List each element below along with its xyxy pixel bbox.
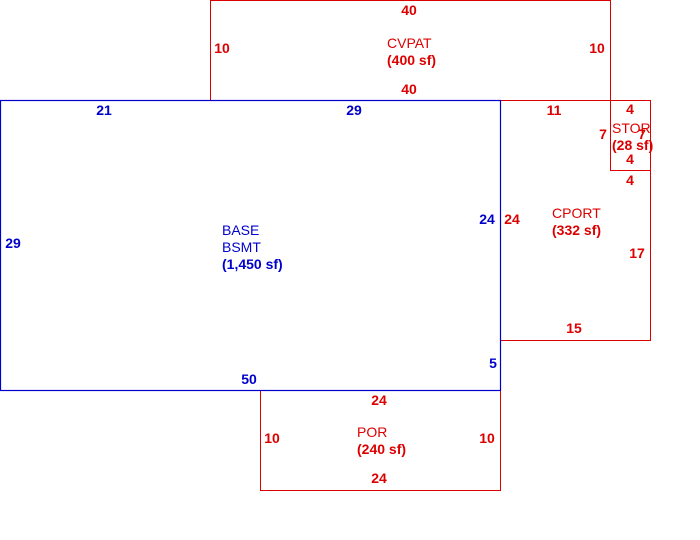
stor-dim-left: 7 <box>599 126 607 142</box>
stor-dim-right: 7 <box>638 126 646 142</box>
cport-dim-right: 17 <box>629 245 645 261</box>
cvpat-name: CVPAT <box>387 35 432 51</box>
cport-area: (332 sf) <box>552 222 601 238</box>
cport-name: CPORT <box>552 205 601 221</box>
cport-dim-right-top: 4 <box>626 172 634 188</box>
base-area: (1,450 sf) <box>222 256 283 272</box>
base-name: BASE <box>222 222 259 238</box>
base-dim-bottom: 50 <box>241 371 257 387</box>
stor-dim-bottom: 4 <box>626 151 634 167</box>
stor-dim-top: 4 <box>626 101 634 117</box>
base-dim-right-lower: 5 <box>489 355 497 371</box>
por-dim-right: 10 <box>479 430 495 446</box>
base-dim-right-upper: 24 <box>479 211 495 227</box>
por-dim-bottom: 24 <box>371 470 387 486</box>
base-outline <box>0 99 502 392</box>
por-dim-top: 24 <box>371 392 387 408</box>
cvpat-dim-right: 10 <box>589 40 605 56</box>
stor-area: (28 sf) <box>612 137 653 153</box>
por-name: POR <box>357 424 387 440</box>
base-dim-top-left: 21 <box>96 102 112 118</box>
cvpat-dim-top: 40 <box>401 2 417 18</box>
cport-dim-left: 24 <box>504 211 520 227</box>
base-dim-left: 29 <box>5 235 21 251</box>
stor-name: STOR <box>612 120 651 136</box>
cport-outline <box>500 100 651 341</box>
cvpat-dim-left: 10 <box>214 40 230 56</box>
stor-outline <box>610 100 651 171</box>
area-base <box>0 99 502 392</box>
por-dim-left: 10 <box>264 430 280 446</box>
base-sub: BSMT <box>222 239 261 255</box>
base-dim-top-right: 29 <box>346 102 362 118</box>
cvpat-dim-bottom: 40 <box>401 81 417 97</box>
cport-dim-top: 11 <box>547 102 562 118</box>
cport-dim-bottom: 15 <box>566 320 582 336</box>
por-area: (240 sf) <box>357 441 406 457</box>
area-stor <box>610 100 651 171</box>
cvpat-area: (400 sf) <box>387 52 436 68</box>
area-cport <box>500 100 651 341</box>
